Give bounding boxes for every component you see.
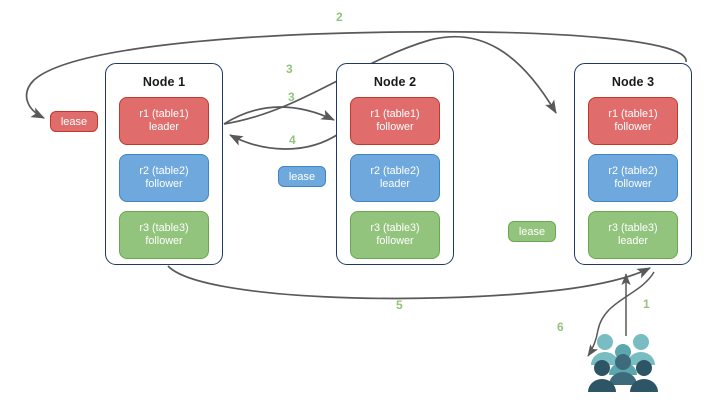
edge-step-3b — [223, 106, 335, 125]
replica-role: follower — [614, 121, 652, 133]
replica-name: r1 (table1) — [608, 107, 658, 120]
replica-name: r2 (table2) — [608, 164, 658, 177]
replica-node3-r2[interactable]: r2 (table2) follower — [588, 154, 678, 202]
node-title-3: Node 3 — [611, 75, 655, 89]
edge-step-5 — [167, 265, 651, 300]
replica-role: follower — [376, 121, 414, 133]
edge-step-4 — [229, 132, 341, 150]
replica-node2-r3[interactable]: r3 (table3) follower — [350, 211, 440, 259]
step-label-6: 6 — [557, 320, 564, 334]
node-container-1[interactable]: Node 1 r1 (table1) leader r2 (table2) fo… — [105, 63, 223, 265]
replica-name: r1 (table1) — [370, 107, 420, 120]
node-title-1: Node 1 — [142, 75, 186, 89]
replica-node3-r1[interactable]: r1 (table1) follower — [588, 97, 678, 145]
replica-node3-r3[interactable]: r3 (table3) leader — [588, 211, 678, 259]
replica-name: r3 (table3) — [370, 221, 420, 234]
step-label-4: 4 — [289, 133, 296, 147]
replica-node2-r1[interactable]: r1 (table1) follower — [350, 97, 440, 145]
replica-name: r1 (table1) — [139, 107, 189, 120]
replica-role: follower — [614, 178, 652, 190]
step-label-5: 5 — [396, 298, 403, 312]
replica-role: follower — [145, 178, 183, 190]
replica-name: r2 (table2) — [370, 164, 420, 177]
node-container-3[interactable]: Node 3 r1 (table1) follower r2 (table2) … — [574, 63, 692, 265]
step-label-2: 2 — [336, 10, 343, 24]
replica-name: r3 (table3) — [139, 221, 189, 234]
replica-role: leader — [617, 235, 648, 247]
replica-node1-r3[interactable]: r3 (table3) follower — [119, 211, 209, 259]
node-container-2[interactable]: Node 2 r1 (table1) follower r2 (table2) … — [336, 63, 454, 265]
node-title-2: Node 2 — [373, 75, 417, 89]
replica-role: leader — [148, 121, 179, 133]
replica-name: r3 (table3) — [608, 221, 658, 234]
step-label-3b: 3 — [288, 90, 295, 104]
lease-badge-green[interactable]: lease — [508, 221, 556, 242]
lease-badge-blue[interactable]: lease — [278, 166, 326, 187]
replica-role: leader — [379, 178, 410, 190]
replica-node1-r1[interactable]: r1 (table1) leader — [119, 97, 209, 145]
replica-node1-r2[interactable]: r2 (table2) follower — [119, 154, 209, 202]
lease-badge-red[interactable]: lease — [50, 111, 98, 132]
people-group-icon — [588, 334, 658, 392]
replica-role: follower — [376, 235, 414, 247]
step-label-3a: 3 — [286, 62, 293, 76]
replica-name: r2 (table2) — [139, 164, 189, 177]
replica-role: follower — [145, 235, 183, 247]
step-label-1: 1 — [643, 297, 650, 311]
replica-node2-r2[interactable]: r2 (table2) leader — [350, 154, 440, 202]
